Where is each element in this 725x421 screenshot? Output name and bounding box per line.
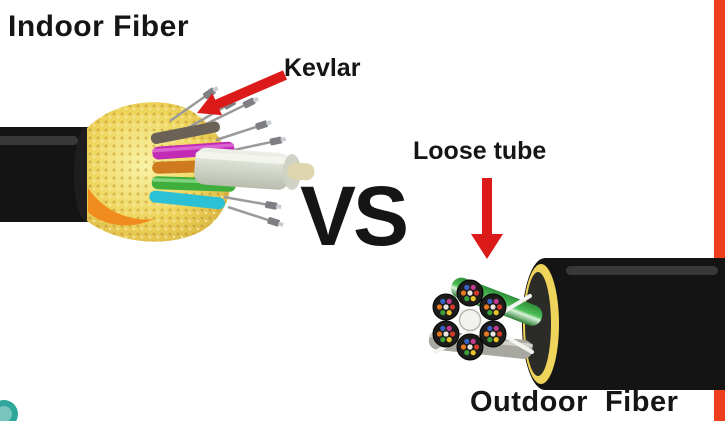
buffer-tube-gray (150, 121, 220, 144)
kevlar-arrow-icon (197, 70, 287, 116)
indoor-fiber-title: Indoor Fiber (8, 10, 189, 43)
loose-tube-callout-label: Loose tube (413, 137, 547, 165)
kevlar-callout-label: Kevlar (284, 54, 361, 82)
logo-badge (0, 400, 18, 421)
loose-tube-arrow-icon (471, 178, 503, 259)
central-tube (194, 147, 291, 190)
indoor-cable-illustration (0, 83, 315, 242)
buffer-tube-cyan (149, 190, 225, 210)
ripcord-orange (88, 188, 154, 226)
outdoor-cable-illustration (428, 258, 725, 390)
accent-strip (714, 0, 725, 421)
central-strength-member (458, 308, 482, 332)
central-tube-core (287, 162, 315, 181)
versus-text: VS (300, 169, 409, 263)
outdoor-fiber-title: Outdoor Fiber (470, 386, 679, 418)
